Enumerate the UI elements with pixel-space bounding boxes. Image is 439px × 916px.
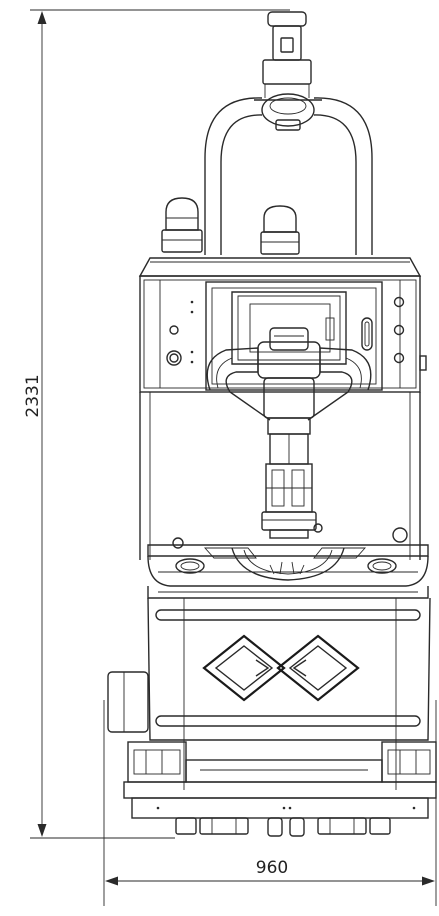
width-dimension: 960	[103, 700, 437, 906]
chassis	[123, 741, 437, 819]
tool-cups	[172, 523, 408, 574]
beacon-light-center	[260, 205, 300, 255]
beacon-light-left	[161, 197, 203, 253]
center-bowl	[231, 547, 345, 581]
control-housing	[138, 257, 427, 393]
height-dimension-label: 2331	[23, 374, 43, 417]
arrowhead-right-icon	[422, 876, 435, 886]
display-panel	[205, 281, 383, 391]
right-button-panel	[361, 296, 405, 364]
lower-body	[107, 597, 431, 790]
caster-wheels	[175, 817, 391, 837]
robot-arm-links	[261, 377, 317, 539]
left-button-panel	[166, 300, 194, 366]
robot-arm-base	[206, 327, 372, 421]
sensor-arch	[204, 97, 373, 255]
arrowhead-down-icon	[37, 824, 47, 837]
top-sensor	[254, 11, 322, 131]
body-pillars	[139, 392, 421, 560]
tool-tray	[147, 544, 429, 599]
brand-logo-icon	[202, 634, 360, 702]
arrowhead-up-icon	[37, 11, 47, 24]
arrowhead-left-icon	[105, 876, 118, 886]
width-dimension-label: 960	[256, 858, 288, 878]
height-dimension: 2331	[23, 9, 290, 839]
